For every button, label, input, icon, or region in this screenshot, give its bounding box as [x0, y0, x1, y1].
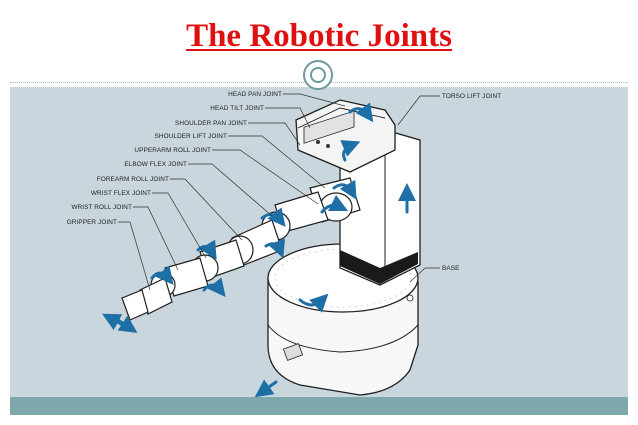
label-elbow-flex-joint: ELBOW FLEX JOINT	[124, 161, 187, 168]
label-head-tilt-joint: HEAD TILT JOINT	[210, 105, 264, 112]
bottom-strip	[0, 415, 638, 425]
label-wrist-roll-joint: WRIST ROLL JOINT	[71, 204, 132, 211]
label-wrist-flex-joint: WRIST FLEX JOINT	[91, 190, 151, 197]
label-head-pan-joint: HEAD PAN JOINT	[228, 91, 282, 98]
label-torso-lift-joint: TORSO LIFT JOINT	[442, 93, 501, 100]
label-forearm-roll-joint: FOREARM ROLL JOINT	[97, 176, 169, 183]
ring-ornament-icon	[303, 60, 333, 90]
footer-bar	[10, 397, 628, 415]
label-upperarm-roll-joint: UPPERARM ROLL JOINT	[134, 147, 211, 154]
slide-title: The Robotic Joints	[186, 18, 452, 54]
joint-motion-arrows	[102, 102, 416, 398]
label-base: BASE	[442, 265, 459, 272]
robot-torso	[339, 129, 421, 286]
joint-labels: HEAD PAN JOINT HEAD TILT JOINT SHOULDER …	[67, 91, 501, 272]
leader-lines	[118, 93, 440, 291]
label-shoulder-lift-joint: SHOULDER LIFT JOINT	[155, 133, 227, 140]
label-gripper-joint: GRIPPER JOINT	[67, 219, 117, 226]
label-shoulder-pan-joint: SHOULDER PAN JOINT	[175, 120, 247, 127]
